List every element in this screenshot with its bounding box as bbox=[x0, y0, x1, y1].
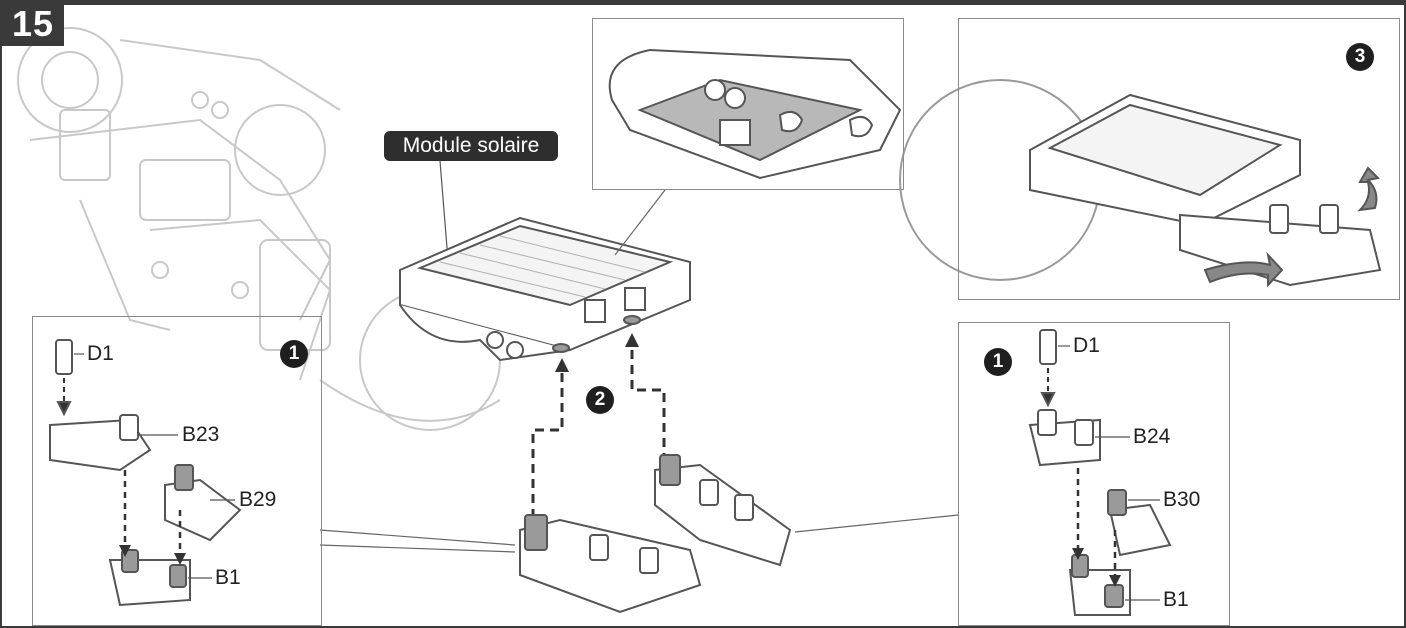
bottom-view-inset-drawing bbox=[608, 48, 902, 180]
mounted-module-inset-drawing bbox=[899, 79, 1382, 288]
right-part-b30-label: B30 bbox=[1163, 488, 1201, 511]
top-right-inset-panel bbox=[958, 18, 1400, 300]
substep-3-badge: 3 bbox=[1346, 43, 1374, 71]
substep-1-right-badge: 1 bbox=[984, 348, 1012, 376]
substep-2-badge: 2 bbox=[586, 386, 614, 414]
substep-1-left-badge: 1 bbox=[280, 340, 308, 368]
center-left-assembly bbox=[519, 514, 702, 614]
left-zoom-panel bbox=[32, 316, 322, 626]
right-panel-drawings bbox=[1028, 329, 1172, 616]
left-part-b1-label: B1 bbox=[215, 566, 241, 589]
left-part-d1-label: D1 bbox=[87, 342, 114, 365]
right-part-b1-label: B1 bbox=[1163, 588, 1189, 611]
step-number-badge: 15 bbox=[2, 2, 64, 46]
right-part-d1-label: D1 bbox=[1073, 334, 1100, 357]
right-part-b24-label: B24 bbox=[1133, 425, 1171, 448]
right-zoom-panel bbox=[958, 322, 1230, 626]
left-part-b29-label: B29 bbox=[239, 488, 277, 511]
solar-module bbox=[399, 216, 691, 362]
module-label: Module solaire bbox=[384, 131, 558, 161]
top-center-inset-panel bbox=[592, 18, 904, 190]
assembly-arrows bbox=[531, 340, 666, 518]
left-panel-drawings bbox=[49, 339, 242, 607]
left-part-b23-label: B23 bbox=[182, 423, 220, 446]
center-right-assembly bbox=[654, 454, 792, 567]
